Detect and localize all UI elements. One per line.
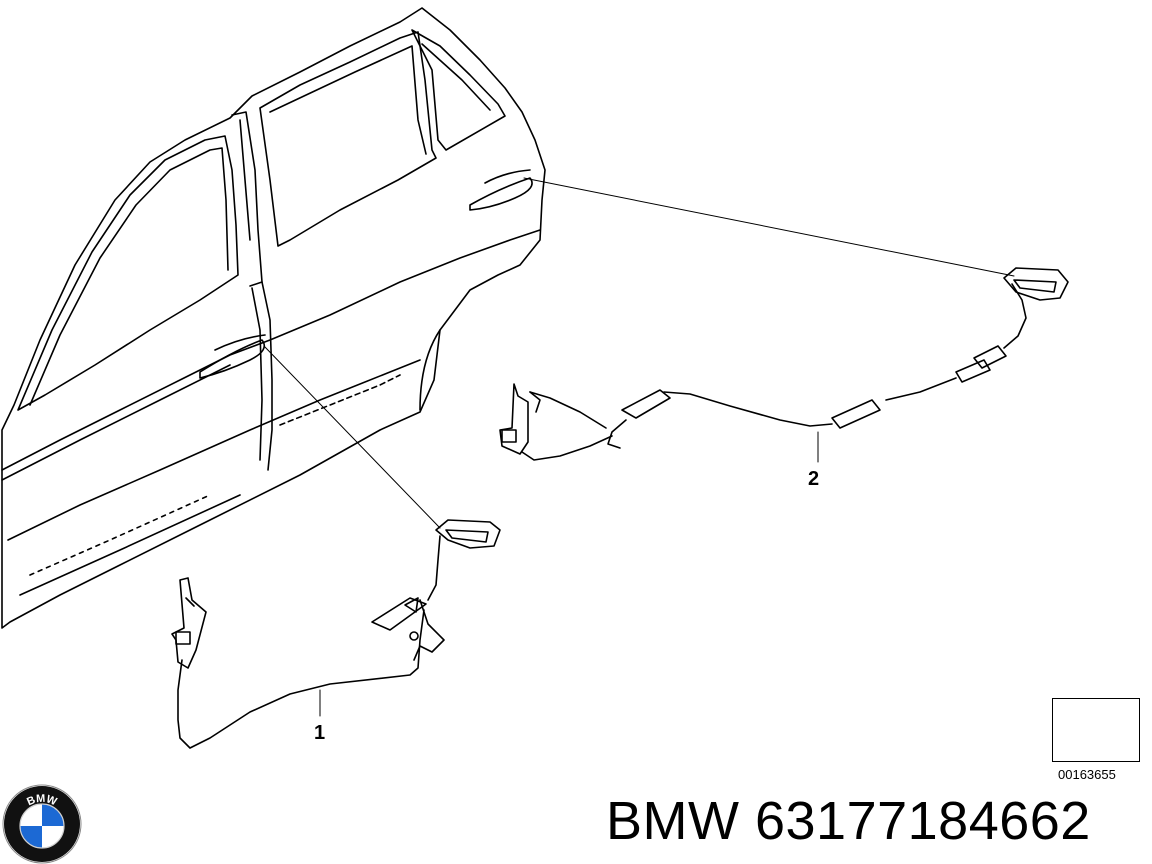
vehicle-side-view	[1, 7, 546, 629]
reference-box	[1052, 698, 1140, 762]
reference-number: 00163655	[1058, 767, 1116, 782]
bmw-roundel-icon: BMW	[2, 784, 82, 864]
part-number-title: BMW 63177184662	[606, 791, 1091, 851]
callout-1: 1	[314, 722, 326, 744]
part-2-cable-assembly	[499, 267, 1069, 461]
callout-2: 2	[808, 468, 820, 490]
logo-quadrant-blue-2	[20, 826, 42, 848]
logo-quadrant-blue-1	[42, 804, 64, 826]
leader-lines	[263, 177, 1015, 717]
part-1-cable-assembly	[171, 519, 501, 749]
